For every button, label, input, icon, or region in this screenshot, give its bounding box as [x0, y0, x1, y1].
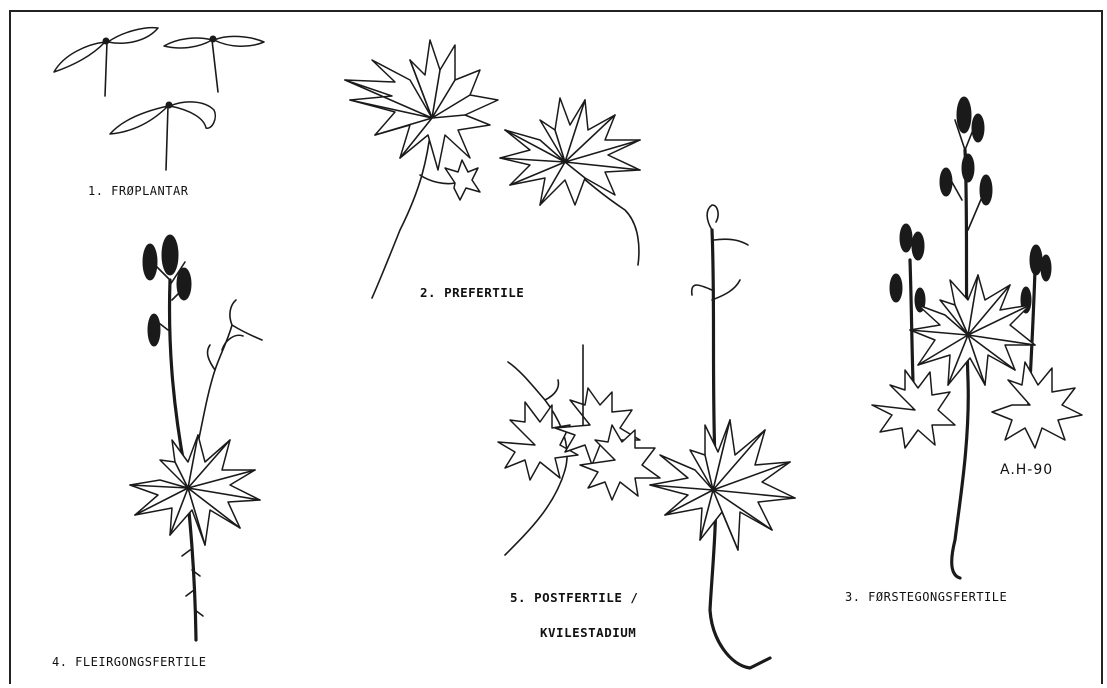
- label-stage-5-line-1: 5. POSTFERTILE /: [510, 590, 638, 605]
- label-stage-4: 4. FLEIRGONGSFERTILE: [52, 655, 207, 669]
- label-stage-3: 3. FØRSTEGONGSFERTILE: [845, 590, 1007, 604]
- seedling-2: [164, 36, 264, 92]
- artist-signature: A.H-90: [1000, 462, 1053, 478]
- first-time-fertile-plant: [872, 97, 1082, 578]
- label-stage-5-line-2: KVILESTADIUM: [540, 625, 636, 640]
- multiple-fertile-plant: [130, 235, 262, 640]
- label-stage-2: 2. PREFERTILE: [420, 285, 524, 300]
- seedling-3: [110, 102, 215, 170]
- prefertile-plant-2: [500, 98, 640, 265]
- postfertile-plant-1: [498, 345, 660, 555]
- label-stage-1: 1. FRØPLANTAR: [88, 184, 188, 198]
- prefertile-plant-1: [345, 40, 498, 298]
- seedling-1: [54, 28, 158, 96]
- postfertile-plant-2: [650, 205, 795, 668]
